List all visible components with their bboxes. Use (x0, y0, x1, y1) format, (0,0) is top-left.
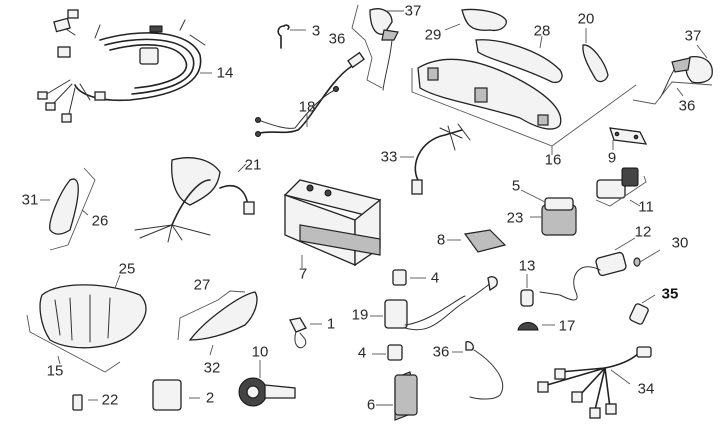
main-wiring-harness (37, 9, 212, 123)
callout-17: 17 (558, 317, 576, 335)
regulator (447, 229, 507, 253)
callout-35: 35 (661, 285, 679, 303)
callout-27: 27 (193, 276, 211, 294)
callout-37-right: 37 (684, 27, 702, 45)
spark-plug-cap (517, 274, 555, 331)
callout-9: 9 (607, 149, 617, 167)
callout-36-right: 36 (678, 97, 696, 115)
wire-lead (255, 51, 365, 137)
relay-5 (520, 189, 577, 236)
callout-25: 25 (118, 260, 136, 278)
lens-28 (475, 39, 563, 84)
ignition-coil (539, 237, 661, 301)
cdi-unit (376, 371, 418, 421)
bulb-35 (629, 294, 656, 325)
fuse-4 (392, 269, 426, 286)
callout-34: 34 (637, 380, 655, 398)
callout-21: 21 (244, 156, 262, 174)
wire-36 (452, 340, 504, 400)
bracket-9 (609, 127, 648, 150)
callout-7: 7 (298, 265, 308, 283)
callout-36-left: 36 (328, 30, 346, 48)
unit-19 (370, 276, 498, 331)
sub-harness (537, 346, 652, 419)
callout-22: 22 (101, 391, 119, 409)
callout-33: 33 (380, 148, 398, 166)
callout-26: 26 (91, 212, 109, 230)
callout-36-middle: 36 (432, 343, 450, 361)
callout-30: 30 (671, 234, 689, 252)
right-handlebar-switch (632, 44, 713, 105)
callout-31: 31 (21, 191, 39, 209)
clip-part (277, 24, 306, 49)
cover-29 (461, 8, 507, 32)
callout-5: 5 (511, 177, 521, 195)
callout-1: 1 (326, 315, 336, 333)
lamp-31 (40, 167, 96, 251)
callout-13: 13 (518, 257, 536, 275)
callout-16: 16 (544, 151, 562, 169)
instrument-cluster-assembly (411, 8, 637, 155)
callout-32: 32 (203, 359, 221, 377)
horn (238, 360, 296, 407)
battery (283, 179, 382, 268)
left-handlebar-switch (351, 4, 404, 91)
wire-lead-33 (400, 123, 471, 195)
fuse-4b (372, 344, 403, 361)
instrument-panel-21 (134, 157, 255, 243)
callout-28: 28 (533, 22, 551, 40)
callout-10: 10 (251, 343, 269, 361)
callout-18: 18 (298, 98, 316, 116)
callout-12: 12 (634, 223, 652, 241)
callout-20: 20 (577, 10, 595, 28)
relay-11 (595, 167, 647, 207)
callout-3: 3 (311, 22, 321, 40)
callout-14: 14 (216, 64, 234, 82)
callout-15: 15 (46, 362, 64, 380)
cover-20 (582, 44, 609, 83)
callout-4-top: 4 (430, 269, 440, 287)
turn-indicator (177, 290, 258, 356)
bulb-22 (72, 394, 98, 411)
bulb-socket-1 (289, 317, 322, 349)
callout-11: 11 (638, 198, 654, 216)
callout-29: 29 (424, 26, 442, 44)
headlight (26, 274, 147, 373)
callout-6: 6 (366, 396, 376, 414)
callout-4-bottom: 4 (357, 344, 367, 362)
relay-2 (152, 379, 200, 411)
callout-8: 8 (436, 231, 446, 249)
callout-2: 2 (205, 389, 215, 407)
callout-19: 19 (351, 306, 369, 324)
callout-23: 23 (506, 209, 524, 227)
callout-37-left: 37 (404, 2, 422, 20)
